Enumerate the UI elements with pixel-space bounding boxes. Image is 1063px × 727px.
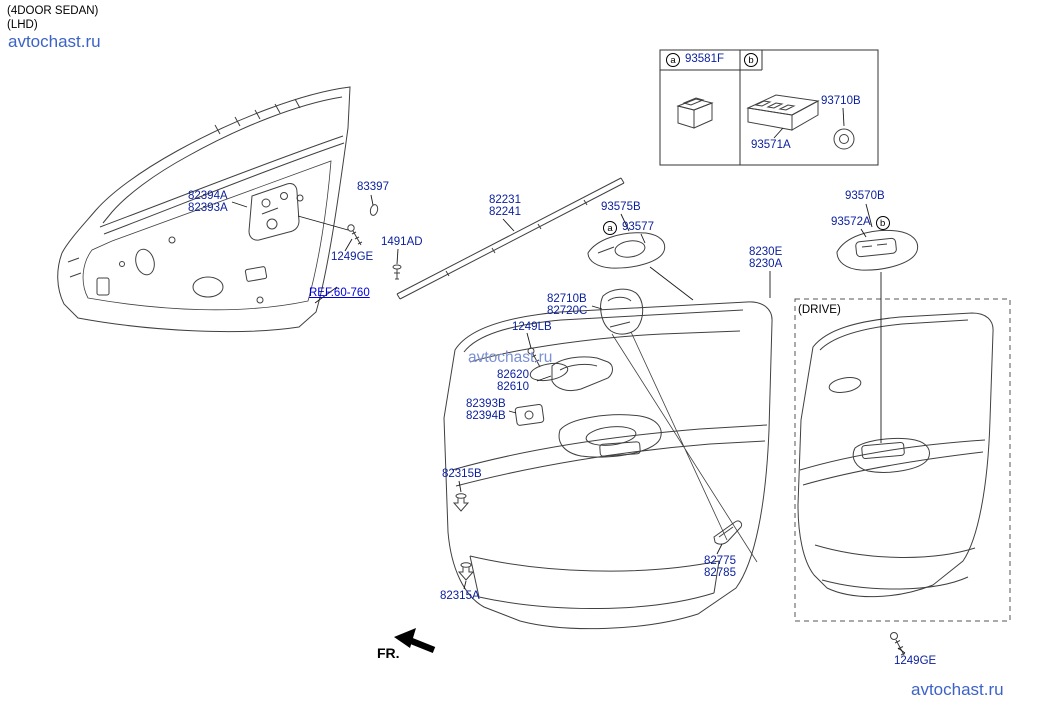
main-switch-drawing (746, 94, 820, 131)
belt-weatherstrip-drawing (396, 177, 625, 300)
part-label-93581f: 93581F (685, 53, 725, 66)
watermark-bottom-right: avtochast.ru (911, 680, 1004, 699)
marker-a-icon: a (666, 53, 680, 67)
door-trim-panel-drawing (443, 301, 773, 630)
clip-drawing-82315b (452, 493, 470, 512)
inset-header-b: b (744, 53, 758, 67)
part-label-93570b: 93570B (845, 190, 885, 202)
part-label-8230a: 8230A (749, 258, 783, 270)
variant-line2: (LHD) (7, 19, 38, 31)
part-label-82775: 82775 (704, 555, 736, 567)
part-label-8230e: 8230E (749, 246, 783, 258)
screw-drawing-1249ge (347, 224, 363, 246)
mirror-knob-drawing (833, 128, 855, 150)
drive-box (794, 298, 1011, 622)
part-label-1249lb: 1249LB (512, 321, 552, 333)
grommet-drawing (369, 204, 379, 216)
trim-wedge-drawing (713, 520, 742, 545)
marker-a-icon: a (603, 221, 617, 235)
clip-drawing-82315a (457, 562, 475, 581)
part-label-82610: 82610 (497, 381, 529, 393)
part-label-82393b: 82393B (466, 398, 506, 410)
fr-label: FR. (377, 645, 400, 661)
fr-arrow (394, 628, 436, 654)
inset-header-a: a 93581F (666, 53, 724, 67)
marker-b-icon: b (875, 216, 890, 230)
callout-93572a: 93572A b (831, 216, 890, 230)
inset-box (659, 49, 879, 166)
mounting-bracket-drawing (514, 404, 545, 426)
part-label-82785: 82785 (704, 567, 736, 579)
drive-label: (DRIVE) (798, 304, 841, 316)
part-label-82394a: 82394A (188, 190, 228, 202)
part-label-82231: 82231 (489, 194, 521, 206)
leader-lines (231, 107, 906, 654)
watermark-top-left: avtochast.ru (8, 32, 101, 51)
watermark-center: avtochast.ru (468, 349, 553, 366)
clip-drawing-1491ad (392, 264, 402, 280)
part-label-82315a: 82315A (440, 590, 480, 602)
drive-trim-panel-drawing (797, 312, 994, 598)
part-label-82394b: 82394B (466, 410, 506, 422)
part-label-93577: 93577 (622, 221, 654, 234)
part-label-82620: 82620 (497, 369, 529, 381)
grip-handle-drawing (600, 288, 644, 335)
part-label-93710b: 93710B (821, 95, 861, 107)
part-label-82315b: 82315B (442, 468, 482, 480)
screw-drawing-bottom (890, 632, 906, 656)
handle-bracket-drawing (248, 183, 300, 241)
part-label-83397: 83397 (357, 181, 389, 193)
ref-link[interactable]: REF.60-760 (309, 287, 370, 299)
door-shell-drawing (57, 86, 351, 333)
variant-line1: (4DOOR SEDAN) (7, 5, 99, 17)
marker-b-icon: b (744, 53, 758, 67)
inside-handle-drawing (551, 356, 613, 392)
part-label-93572a: 93572A (831, 216, 871, 229)
part-label-82241: 82241 (489, 206, 521, 218)
part-label-1249ge-b: 1249GE (894, 655, 937, 667)
part-label-1249ge-a: 1249GE (331, 251, 374, 263)
part-label-1491ad: 1491AD (381, 236, 423, 248)
part-label-82393a: 82393A (188, 202, 228, 214)
single-switch-drawing (676, 97, 714, 129)
callout-93577: a 93577 (603, 221, 654, 235)
part-label-93571a: 93571A (751, 139, 791, 151)
part-label-82720c: 82720C (547, 305, 588, 317)
switch-bezel-a-drawing (587, 232, 666, 269)
part-label-93575b: 93575B (601, 201, 641, 213)
switch-bezel-b-drawing (836, 229, 919, 271)
part-label-82710b: 82710B (547, 293, 587, 305)
